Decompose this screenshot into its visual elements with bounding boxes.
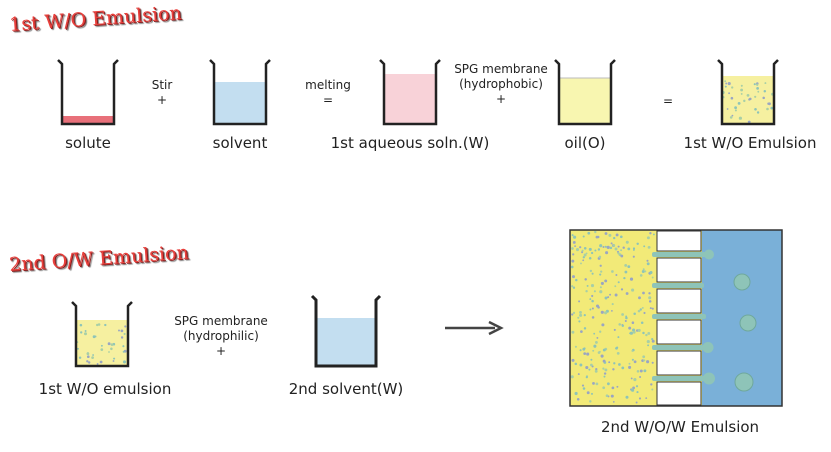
op-stir: Stir + xyxy=(140,78,184,108)
op-equals-1: = xyxy=(322,93,334,107)
beaker-solute xyxy=(57,59,119,126)
op-melting: melting = xyxy=(298,78,358,108)
op-stir-text: Stir xyxy=(151,78,173,92)
op-membrane-hydrophobic: SPG membrane (hydrophobic) + xyxy=(448,62,554,107)
op-membrane-2-line1: SPG membrane xyxy=(174,314,268,328)
label-solvent: solvent xyxy=(212,134,268,152)
op-membrane-1-line2: (hydrophobic) xyxy=(459,77,543,91)
right-arrow-icon xyxy=(445,320,504,336)
section2-title: 2nd O/W Emulsion xyxy=(8,241,190,276)
op-membrane-2-line2: (hydrophilic) xyxy=(183,329,259,343)
op-plus-2: + xyxy=(495,92,507,106)
beaker-w-o-emulsion-dots xyxy=(76,323,127,365)
membrane-pores xyxy=(652,249,715,385)
label-w-o-emulsion: 1st W/O emulsion xyxy=(38,380,172,398)
beaker-aqueous xyxy=(379,59,441,126)
op-melting-text: melting xyxy=(305,78,351,92)
label-aqueous: 1st aqueous soln.(W) xyxy=(330,134,490,152)
beaker-oil xyxy=(554,59,616,126)
beaker-w-o-emulsion xyxy=(71,301,133,368)
op-plus-1: + xyxy=(156,93,168,107)
op-membrane-hydrophilic: SPG membrane (hydrophilic) + xyxy=(168,314,274,359)
label-emulsion-1: 1st W/O Emulsion xyxy=(683,134,817,152)
spg-membrane-diagram xyxy=(569,229,783,407)
oil-phase xyxy=(570,230,656,406)
label-second-solvent: 2nd solvent(W) xyxy=(288,380,404,398)
op-membrane-1-line1: SPG membrane xyxy=(454,62,548,76)
op-plus-3: + xyxy=(215,344,227,358)
section1-title: 1st W/O Emulsion xyxy=(8,2,183,36)
beaker-emulsion-1 xyxy=(717,59,779,126)
beaker-second-solvent xyxy=(310,294,382,368)
label-solute: solute xyxy=(65,134,111,152)
membrane-blocks xyxy=(656,230,702,406)
oil-phase-dots xyxy=(570,230,655,404)
label-oil: oil(O) xyxy=(564,134,606,152)
label-wow-emulsion: 2nd W/O/W Emulsion xyxy=(600,418,760,436)
wow-droplets xyxy=(733,273,757,392)
op-equals-2: = xyxy=(662,94,674,108)
beaker-solvent xyxy=(209,59,271,126)
